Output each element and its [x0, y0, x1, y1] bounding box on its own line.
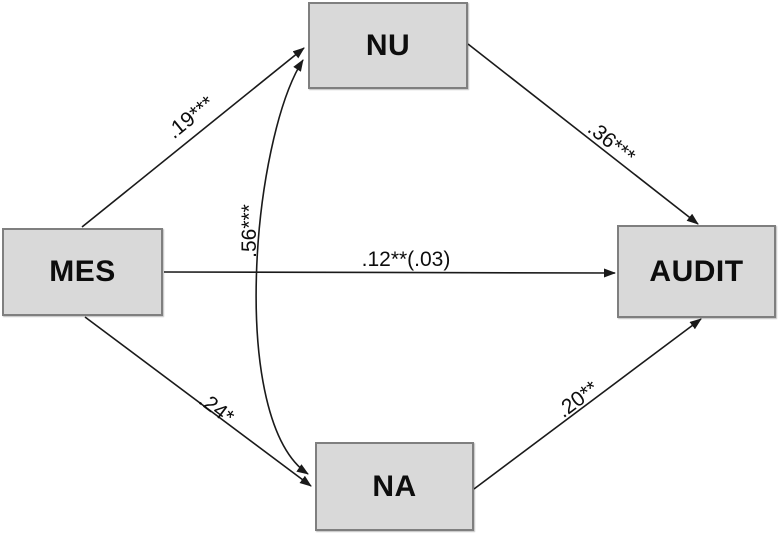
node-nu: NU — [308, 2, 468, 89]
node-na: NA — [315, 442, 474, 531]
edge-label-mes-audit: .12**(.03) — [361, 248, 451, 271]
edge-label-nu-na: .56*** — [238, 204, 261, 258]
arrow-mes-to-nu — [81, 47, 305, 228]
arrow-na-to-audit — [473, 318, 702, 490]
node-nu-label: NU — [365, 28, 411, 62]
node-mes-label: MES — [49, 255, 116, 288]
arrow-nu-na-curved — [255, 59, 309, 475]
node-audit: AUDIT — [617, 225, 776, 318]
node-audit-label: AUDIT — [649, 254, 744, 288]
node-mes: MES — [2, 228, 163, 316]
node-na-label: NA — [372, 469, 417, 503]
arrow-mes-to-audit — [163, 268, 616, 278]
arrow-nu-to-audit — [467, 43, 699, 225]
arrow-mes-to-na — [84, 316, 312, 487]
